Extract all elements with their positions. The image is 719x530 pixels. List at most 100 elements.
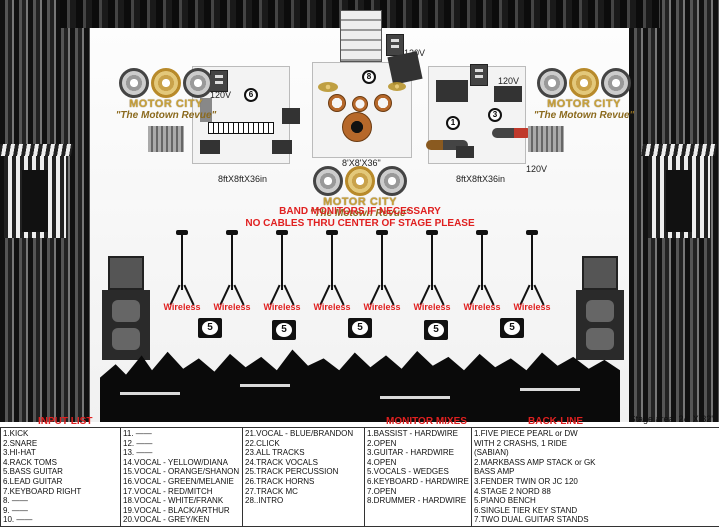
crowd-highlight [380, 396, 450, 399]
back-line-item: 1.FIVE PIECE PEARL or DW [474, 429, 578, 438]
input-list-col3: 21.VOCAL - BLUE/BRANDON 22.CLICK 23.ALL … [242, 427, 365, 527]
wedge-number: 5 [352, 321, 368, 335]
back-line-item: 6.SINGLE TIER KEY STAND [474, 505, 578, 515]
back-line-item: 3.FENDER TWIN OR JC 120 [474, 476, 578, 486]
wedge-number: 5 [276, 323, 292, 337]
left-tent [4, 152, 66, 238]
monitor-mix-item: 5.VOCALS - WEDGES [367, 467, 449, 477]
input-item: 16.VOCAL - GREEN/MELANIE [123, 476, 234, 486]
wedge-monitor-icon: 5 [198, 318, 222, 338]
input-item: 14.VOCAL - YELLOW/DIANA [123, 457, 228, 467]
back-line-item: 5.PIANO BENCH [474, 496, 536, 506]
cymbal-icon [318, 82, 338, 92]
crowd-highlight [240, 384, 290, 387]
monitor-note: BAND MONITORS IF NECESSARY [279, 206, 441, 217]
wedge-monitor-icon: 5 [272, 320, 296, 340]
back-line-col: 1.FIVE PIECE PEARL or DW WITH 2 CRASHS, … [471, 427, 719, 527]
input-item: 21.VOCAL - BLUE/BRANDON [245, 429, 354, 438]
input-item: 20.VOCAL - GREY/KEN [123, 515, 210, 525]
input-list-col2: 11. —— 12. —— 13. —— 14.VOCAL - YELLOW/D… [120, 427, 243, 527]
wireless-label: Wireless [363, 302, 401, 312]
drum-fill-icon [340, 10, 382, 62]
pedal-icon [456, 146, 474, 158]
monitor-mix-item: 3.GUITAR - HARDWIRE [367, 448, 454, 458]
input-item: 10. —— [3, 515, 33, 525]
electric-guitar-icon [492, 128, 532, 138]
pedal-icon [200, 140, 220, 154]
mic-stand-icon [362, 230, 402, 310]
input-item: 28..INTRO [245, 496, 284, 506]
input-list-col1: 1.KICK 2.SNARE 3.HI-HAT 4.RACK TOMS 5.BA… [0, 427, 121, 527]
wireless-label: Wireless [413, 302, 451, 312]
input-item: 19.VOCAL - BLACK/ARTHUR [123, 505, 230, 515]
drummer-position: 8 [362, 70, 376, 84]
wedge-icon [282, 108, 300, 124]
input-item: 26.TRACK HORNS [245, 476, 315, 486]
right-tent [648, 152, 710, 238]
input-item: 18.VOCAL - WHITE/FRANK [123, 496, 224, 506]
input-item: 7.KEYBOARD RIGHT [3, 486, 82, 496]
mic-stand-icon [312, 230, 352, 310]
wireless-label: Wireless [263, 302, 301, 312]
riser-left-label: 8ftX8ftX36in [218, 174, 268, 184]
input-item: 27.TRACK MC [245, 486, 298, 496]
left-side-fill-speaker-icon [102, 256, 150, 360]
monitor-mix-item: 6.KEYBOARD - HARDWIRE [367, 476, 469, 486]
left-amp-icon [148, 126, 184, 152]
mic-stand-icon [262, 230, 302, 310]
input-item: 13. —— [123, 448, 153, 458]
monitor-mixes-header: MONITOR MIXES [386, 416, 467, 427]
wireless-label: Wireless [513, 302, 551, 312]
cymbal-icon [388, 82, 406, 91]
kick-drum-icon [342, 112, 372, 142]
logo-title: MOTOR CITY [547, 98, 621, 110]
back-line-item: 2.MARKBASS AMP STACK or GK [474, 457, 596, 467]
input-item: 9. —— [3, 505, 28, 515]
mic-stand-icon [512, 230, 552, 310]
wireless-label: Wireless [463, 302, 501, 312]
riser-right-label: 8ftX8ftX36in [456, 174, 506, 184]
input-item: 4.RACK TOMS [3, 457, 57, 467]
guitar-position: 3 [488, 108, 502, 122]
logo-title: MOTOR CITY [129, 98, 203, 110]
monitor-mixes-col: 1.BASSIST - HARDWIRE 2.OPEN 3.GUITAR - H… [364, 427, 472, 527]
wireless-label: Wireless [163, 302, 201, 312]
input-item: 15.VOCAL - ORANGE/SHANON [123, 467, 240, 477]
back-line-header: BACK-LINE [528, 416, 583, 427]
motor-city-logo-center: MOTOR CITY "The Motown Revue" [306, 166, 414, 219]
input-item: 24.TRACK VOCALS [245, 457, 318, 467]
bass-amp-icon [436, 80, 468, 102]
outlet-icon [470, 64, 488, 86]
input-list-header: INPUT LIST [38, 416, 93, 427]
wedge-monitor-icon: 5 [424, 320, 448, 340]
mic-stand-icon [462, 230, 502, 310]
position-number: 6 [248, 90, 254, 99]
pedal-icon [272, 140, 292, 154]
stage-area-label: Stage area: 24' X 32' [629, 414, 714, 424]
input-item: 12. —— [123, 438, 153, 448]
mic-stand-icon [162, 230, 202, 310]
input-item: 25.TRACK PERCUSSION [245, 467, 339, 477]
stage-plot: 120V 8 8'X8'X36" 120V 6 8ftX8ftX36in 120… [0, 0, 719, 422]
riser-center-label: 8'X8'X36" [342, 158, 381, 168]
right-side-fill-speaker-icon [576, 256, 624, 360]
motor-city-logo-left: MOTOR CITY "The Motown Revue" [112, 68, 220, 121]
back-line-item: BASS AMP [474, 467, 515, 477]
input-item: 22.CLICK [245, 438, 280, 448]
keyboard-position: 6 [244, 88, 258, 102]
back-line-item: 7.TWO DUAL GUITAR STANDS [474, 515, 589, 525]
input-item: 8. —— [3, 496, 28, 506]
input-item: 23.ALL TRACKS [245, 448, 305, 458]
logo-subtitle: "The Motown Revue" [309, 208, 411, 219]
crowd-highlight [520, 388, 580, 391]
tom-icon [374, 94, 392, 112]
voltage-label: 120V [210, 90, 232, 100]
motor-city-logo-right: MOTOR CITY "The Motown Revue" [530, 68, 638, 121]
wireless-label: Wireless [313, 302, 351, 312]
input-item: 5.BASS GUITAR [3, 467, 63, 477]
tom-icon [352, 96, 368, 112]
outlet-icon [386, 34, 404, 56]
position-number: 1 [450, 118, 456, 127]
input-item: 1.KICK [3, 429, 29, 438]
cable-note: NO CABLES THRU CENTER OF STAGE PLEASE [245, 218, 475, 229]
